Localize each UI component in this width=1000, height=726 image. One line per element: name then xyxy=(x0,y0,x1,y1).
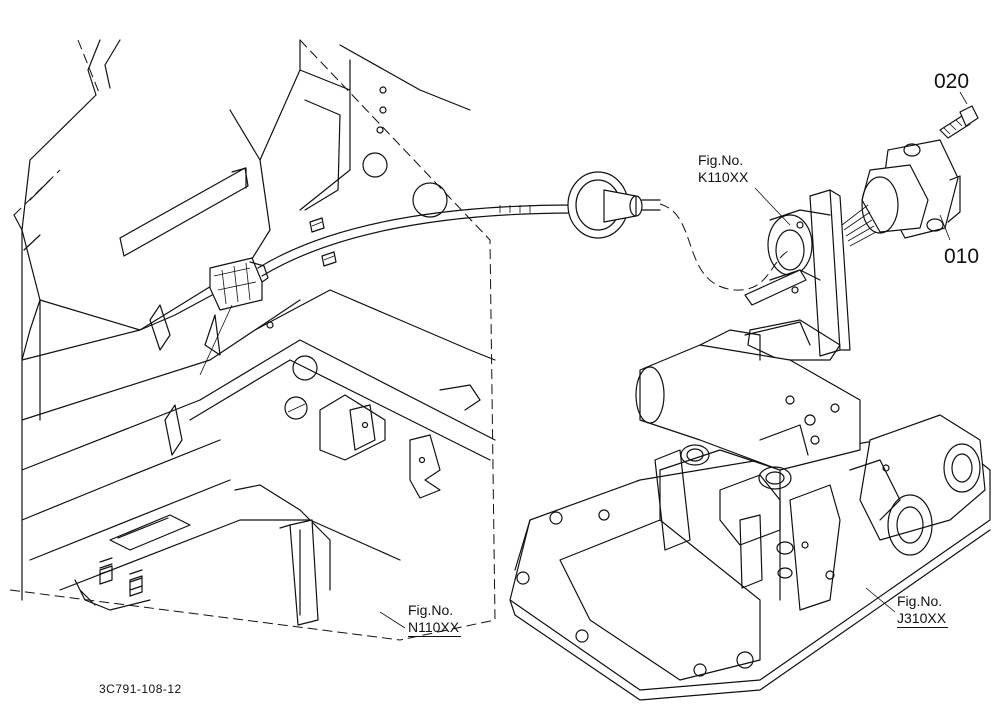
fig-ref-j310-line1: Fig.No. xyxy=(897,593,943,609)
wire-harness xyxy=(199,204,576,376)
sensor-rod xyxy=(744,269,807,306)
grommet xyxy=(567,171,661,239)
position-sensor xyxy=(841,139,961,247)
floor-studs xyxy=(99,557,143,591)
fig-ref-n110: Fig.No. N110XX xyxy=(408,602,462,637)
cab-frame-assembly xyxy=(9,39,496,641)
fig-ref-j310-line2: J310XX xyxy=(897,610,949,628)
drawing-code: 3C791-108-12 xyxy=(99,682,182,696)
sensor-bracket xyxy=(744,189,851,361)
fig-ref-n110-line1: Fig.No. xyxy=(408,602,454,618)
fig-ref-k110-line1: Fig.No. xyxy=(698,152,744,168)
fig-ref-k110: Fig.No. K110XX xyxy=(698,152,748,186)
leader-k110 xyxy=(754,187,791,226)
leader-j310 xyxy=(865,587,896,613)
bolt xyxy=(939,105,979,139)
fig-ref-k110-line2: K110XX xyxy=(698,169,749,185)
hydraulic-valve-assembly xyxy=(509,321,991,701)
leader-n110 xyxy=(379,611,406,629)
leader-020 xyxy=(959,91,968,105)
leader-010 xyxy=(939,214,951,241)
part-number-020: 020 xyxy=(934,70,970,93)
fig-ref-j310: Fig.No. J310XX xyxy=(897,593,949,628)
fig-ref-n110-line2: N110XX xyxy=(408,619,462,637)
sensor-wire xyxy=(659,203,791,291)
part-number-010: 010 xyxy=(944,245,980,268)
